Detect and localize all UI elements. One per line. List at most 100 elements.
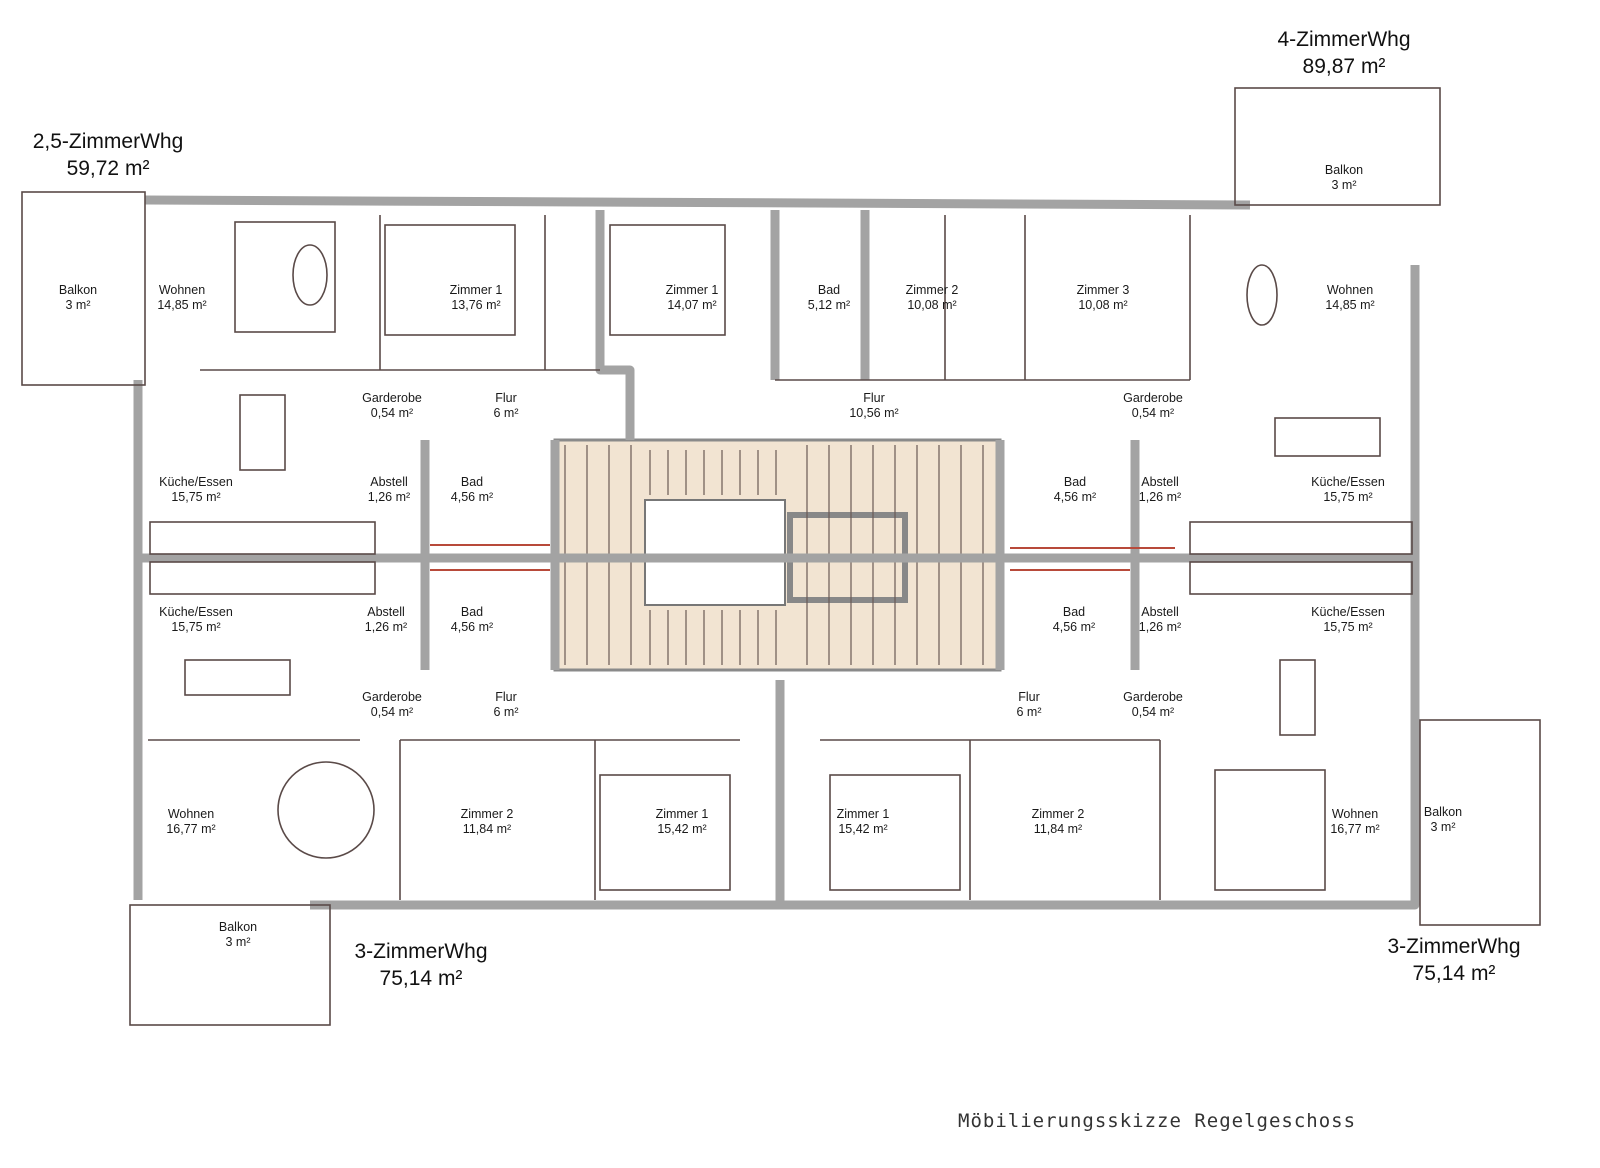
room-label-area: 1,26 m² <box>1138 490 1182 504</box>
room-label-name: Wohnen <box>167 807 215 821</box>
room-label-name: Garderobe <box>362 391 422 405</box>
apartment-label-area: 75,14 m² <box>1412 962 1496 985</box>
room-label-name: Balkon <box>218 920 258 934</box>
room-label-name: Bad <box>460 475 484 489</box>
apartment-label-name: 4-ZimmerWhg <box>1277 28 1411 51</box>
room-label-name: Zimmer 2 <box>1031 807 1085 821</box>
room-label-name: Flur <box>495 391 517 405</box>
room-label-name: Zimmer 2 <box>905 283 959 297</box>
room-label-area: 10,08 m² <box>907 298 957 312</box>
room-label-area: 14,07 m² <box>667 298 717 312</box>
apartment-label-area: 59,72 m² <box>66 157 150 180</box>
bathroom-accent-lines <box>430 544 1175 571</box>
room-label-name: Balkon <box>58 283 98 297</box>
room-label-area: 15,75 m² <box>1323 620 1373 634</box>
room-label-name: Küche/Essen <box>1311 605 1385 619</box>
apartment-label-area: 75,14 m² <box>379 967 463 990</box>
room-label-area: 6 m² <box>493 406 519 420</box>
room-label-area: 11,84 m² <box>462 822 512 836</box>
room-label-name: Flur <box>495 690 517 704</box>
room-label-name: Zimmer 1 <box>655 807 709 821</box>
walls <box>133 195 1420 910</box>
room-label-area: 15,75 m² <box>171 490 221 504</box>
room-label-area: 3 m² <box>225 935 251 949</box>
room-label-area: 4,56 m² <box>1052 620 1096 634</box>
room-label-area: 5,12 m² <box>807 298 851 312</box>
room-label-area: 16,77 m² <box>1330 822 1380 836</box>
room-label-name: Abstell <box>1141 475 1179 489</box>
room-label-area: 15,42 m² <box>657 822 707 836</box>
room-label-name: Flur <box>1018 690 1040 704</box>
room-label-area: 4,56 m² <box>450 490 494 504</box>
room-label-area: 11,84 m² <box>1033 822 1083 836</box>
room-label-name: Küche/Essen <box>159 475 233 489</box>
thin-lines <box>21 87 1541 1026</box>
room-label-area: 0,54 m² <box>370 406 414 420</box>
room-label-name: Balkon <box>1423 805 1463 819</box>
room-label-area: 4,56 m² <box>1053 490 1097 504</box>
room-label-area: 3 m² <box>1331 178 1357 192</box>
room-label-name: Bad <box>460 605 484 619</box>
apartment-label: 3-ZimmerWhg 75,14 m² <box>354 938 487 992</box>
room-label-name: Garderobe <box>1123 690 1183 704</box>
room-label-name: Wohnen <box>1326 283 1374 297</box>
apartment-label-area: 89,87 m² <box>1302 55 1386 78</box>
room-label-name: Abstell <box>1141 605 1179 619</box>
stair-void <box>644 499 786 606</box>
room-label-name: Bad <box>1063 475 1087 489</box>
room-label-name: Wohnen <box>1331 807 1379 821</box>
room-label-name: Abstell <box>367 605 405 619</box>
room-label-area: 14,85 m² <box>157 298 207 312</box>
room-label-name: Zimmer 1 <box>665 283 719 297</box>
room-label-area: 0,54 m² <box>1131 705 1175 719</box>
apartment-label: 3-ZimmerWhg 75,14 m² <box>1387 933 1520 987</box>
room-label-area: 1,26 m² <box>364 620 408 634</box>
room-label-area: 15,75 m² <box>1323 490 1373 504</box>
room-label-area: 6 m² <box>1016 705 1042 719</box>
apartment-label-name: 3-ZimmerWhg <box>1387 935 1521 958</box>
room-label-area: 10,08 m² <box>1078 298 1128 312</box>
room-label-area: 0,54 m² <box>1131 406 1175 420</box>
apartment-label-name: 3-ZimmerWhg <box>354 940 488 963</box>
room-label-name: Zimmer 1 <box>449 283 503 297</box>
room-label-area: 3 m² <box>65 298 91 312</box>
room-label-area: 3 m² <box>1430 820 1456 834</box>
room-label-area: 6 m² <box>493 705 519 719</box>
drawing-title: Möbilierungsskizze Regelgeschoss <box>958 1110 1357 1132</box>
room-label-area: 14,85 m² <box>1325 298 1375 312</box>
